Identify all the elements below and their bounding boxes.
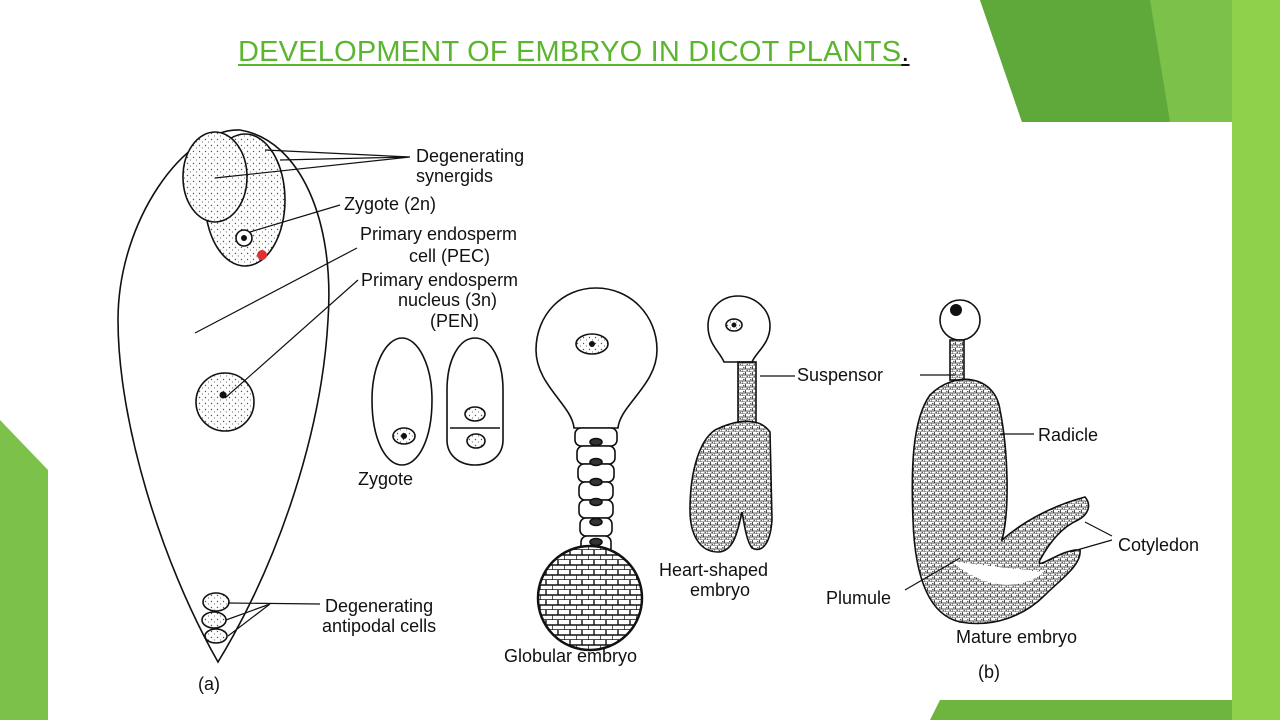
label-pec-1: Primary endosperm: [360, 224, 517, 244]
label-zygote-2n: Zygote (2n): [344, 194, 436, 214]
globular-embryo-proper: [536, 544, 644, 652]
zygote-drawings: [371, 337, 504, 466]
label-pen-2: nucleus (3n): [398, 290, 497, 310]
green-band-right: [1232, 0, 1280, 720]
label-cotyledon: Cotyledon: [1118, 535, 1199, 555]
label-pen-3: (PEN): [430, 311, 479, 331]
label-mature-embryo: Mature embryo: [956, 627, 1077, 647]
zygote2n-leader: [249, 204, 341, 233]
label-heart-shaped-1: Heart-shaped: [659, 560, 768, 580]
label-degenerating-synergids-1: Degenerating: [416, 146, 524, 166]
two-celled-proembryo: [446, 337, 504, 466]
green-band-bottom: [930, 700, 1232, 720]
slide-title-text: DEVELOPMENT OF EMBRYO IN DICOT PLANTS: [238, 36, 902, 68]
mature-embryo-drawing: [904, 299, 1113, 625]
heart-shaped-embryo-drawing: [689, 295, 795, 553]
green-band-left: [0, 420, 48, 720]
antipodal-leader: [225, 602, 321, 637]
mature-suspensor: [949, 339, 965, 381]
zygote-cell: [371, 337, 433, 466]
pointer-dot: [257, 250, 267, 260]
embryo-sac-drawing: [117, 129, 411, 664]
label-globular-embryo: Globular embryo: [504, 646, 637, 666]
label-suspensor: Suspensor: [797, 365, 883, 385]
embryo-sac-outline: [117, 129, 330, 664]
antipodal-cell: [204, 628, 228, 644]
plumule-gap: [953, 560, 1044, 585]
green-band-dark: [980, 0, 1170, 122]
basal-cell: [535, 287, 658, 429]
globular-embryo-drawing: [535, 287, 658, 652]
heart-suspensor: [737, 361, 757, 427]
slide-title: DEVELOPMENT OF EMBRYO IN DICOT PLANTS.: [238, 36, 910, 69]
pen-leader: [224, 279, 359, 399]
label-antipodal-1: Degenerating: [325, 596, 433, 616]
pec-leader: [194, 247, 358, 334]
heart-embryo-body: [689, 420, 773, 553]
label-antipodal-2: antipodal cells: [322, 616, 436, 636]
plumule-leader: [904, 557, 961, 591]
label-degenerating-synergids-2: synergids: [416, 166, 493, 186]
label-pen-1: Primary endosperm: [361, 270, 518, 290]
label-panel-b: (b): [978, 662, 1000, 682]
label-zygote: Zygote: [358, 469, 413, 489]
antipodal-cell: [201, 611, 227, 629]
label-panel-a: (a): [198, 674, 220, 694]
diagram-labels: Degenerating synergids Zygote (2n) Prima…: [198, 146, 1199, 694]
slide-title-period: .: [901, 36, 910, 68]
label-heart-shaped-2: embryo: [690, 580, 750, 600]
antipodal-cell: [202, 592, 230, 612]
cotyledon-leader: [1069, 521, 1113, 553]
synergid: [182, 131, 248, 223]
synergids-leader: [214, 149, 411, 179]
label-plumule: Plumule: [826, 588, 891, 608]
label-radicle: Radicle: [1038, 425, 1098, 445]
primary-endosperm-nucleus: [195, 372, 255, 432]
label-pec-2: cell (PEC): [409, 246, 490, 266]
